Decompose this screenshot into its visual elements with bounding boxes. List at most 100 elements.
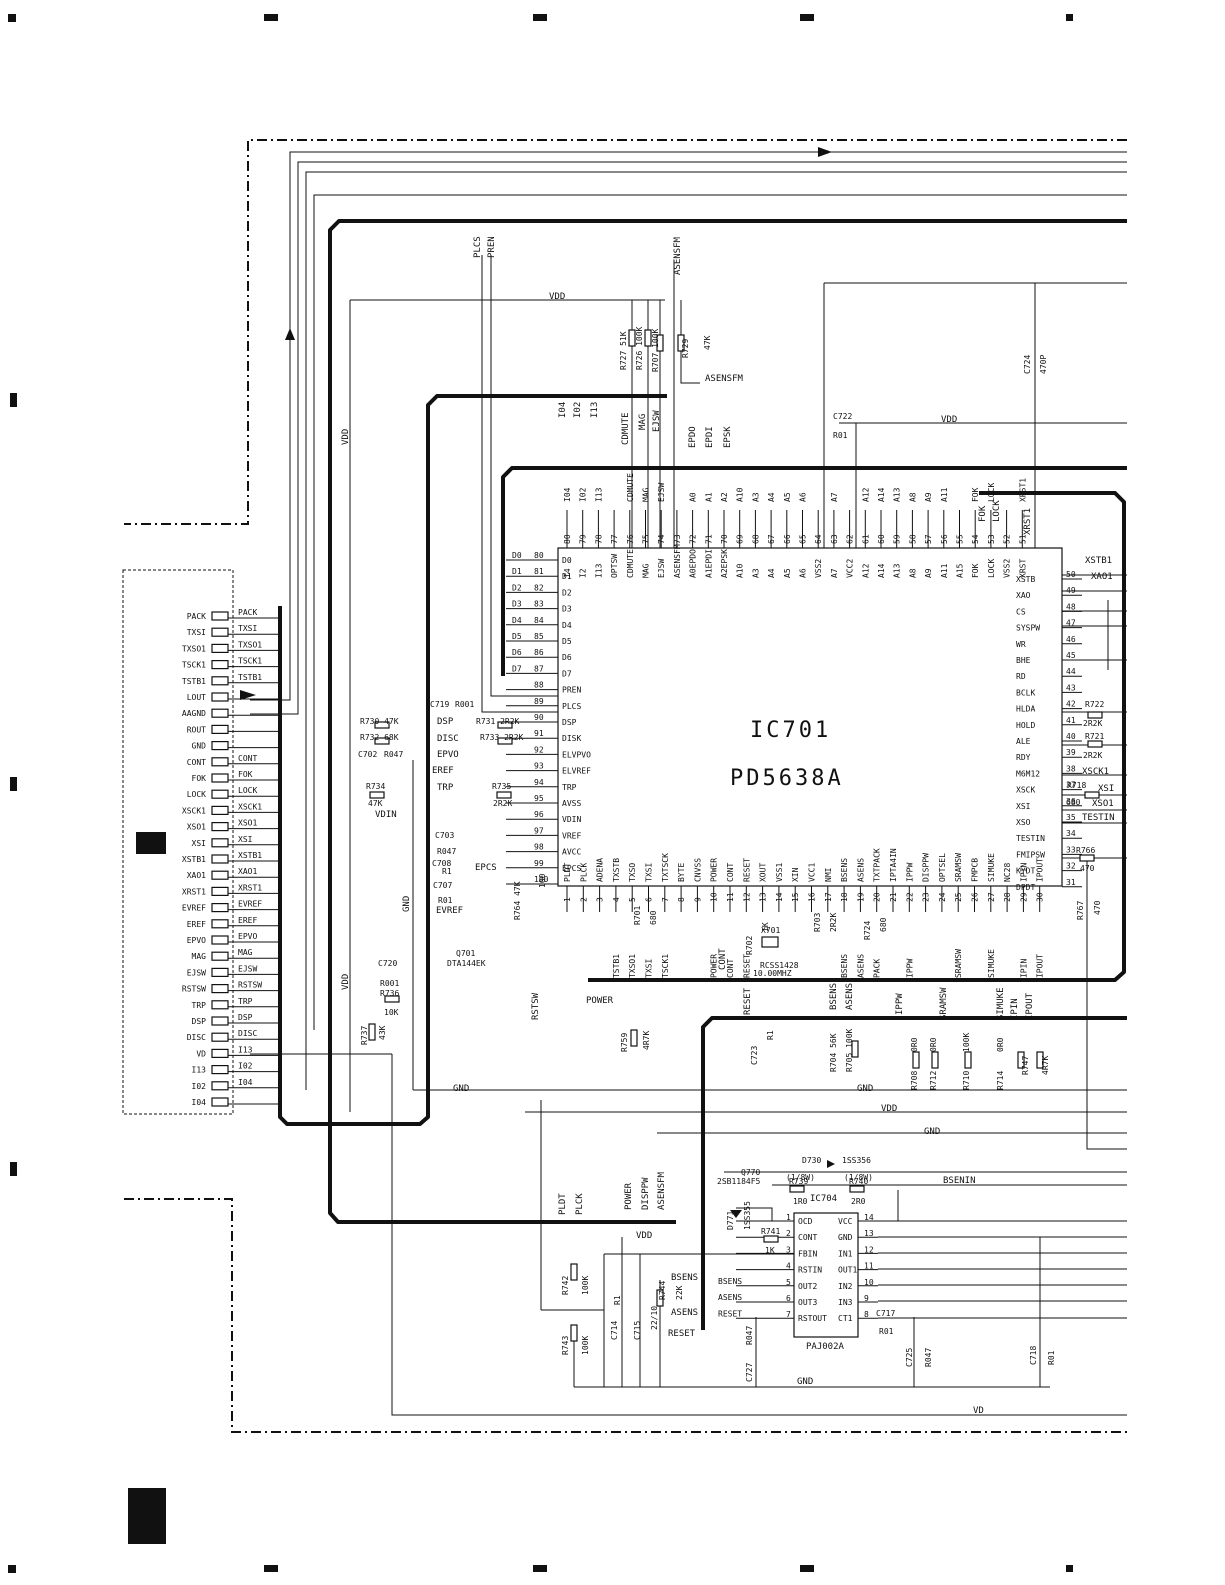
net-gnd-1: GND bbox=[453, 1084, 469, 1094]
ic701-pin-92-name: ELVPVO bbox=[562, 750, 591, 759]
ic701-net-cdmute: CDMUTE bbox=[626, 473, 635, 502]
ic701-pin-34-number: 34 bbox=[1066, 829, 1076, 838]
ic701-net-simuke: SIMUKE bbox=[987, 949, 996, 978]
lbl-x701f: 10.00MHZ bbox=[753, 969, 792, 978]
net-vdd-left: VDD bbox=[341, 429, 351, 445]
ic701-pin-19-name: ASENS bbox=[856, 858, 865, 882]
ic701-pin-42-number: 42 bbox=[1066, 700, 1076, 709]
connector-pin-label-17: XRST1 bbox=[182, 887, 206, 896]
ic701-pin-87-number: 87 bbox=[534, 664, 544, 673]
ic701-pin-12-name: RESET bbox=[742, 858, 751, 882]
ic701-pin-33-name: FMIPSW bbox=[1016, 850, 1045, 859]
lbl-r740w: (1/8W) bbox=[844, 1173, 873, 1182]
ic701-pin-77-number: 77 bbox=[610, 534, 619, 544]
ic701-pin-32-name: KYDT bbox=[1016, 867, 1035, 876]
ic701-net-a11: A11 bbox=[940, 487, 949, 502]
ic701-pin-84-number: 84 bbox=[534, 616, 544, 625]
ic701-pin-14-name: VSS1 bbox=[775, 863, 784, 882]
ic701-pin-15-number: 15 bbox=[791, 892, 800, 902]
net-epsk: EPSK bbox=[723, 426, 733, 448]
ic701-pin-73-name: ASENSFM bbox=[673, 544, 682, 578]
ic701-pin-53-name: LOCK bbox=[987, 559, 996, 578]
ic701-pin-75-number: 75 bbox=[642, 534, 651, 544]
ic701-pin-20-name: TXTPACK bbox=[873, 848, 882, 882]
lbl-c702v: R047 bbox=[384, 750, 403, 759]
lbl-r744v: 22K bbox=[675, 1285, 684, 1300]
ic701-pin-69-name: A10 bbox=[736, 563, 745, 578]
lbl-r741: R741 bbox=[761, 1227, 780, 1236]
net-reset: RESET bbox=[668, 1329, 696, 1339]
connector-net-label-2: TXSO1 bbox=[238, 640, 262, 649]
net-gnd-3: GND bbox=[924, 1127, 940, 1137]
ic704-pin-6-number: 6 bbox=[786, 1294, 791, 1303]
ic701-pin-59-number: 59 bbox=[893, 534, 902, 544]
ic701-pin-99-name: EPCS bbox=[562, 864, 581, 873]
ic701-pin-98-name: AVCC bbox=[562, 848, 581, 857]
connector-pin-label-29: I02 bbox=[192, 1082, 207, 1091]
ic701-pin-44-name: RD bbox=[1016, 672, 1026, 681]
connector-terminal-19 bbox=[211, 919, 229, 929]
ic701-net-a13: A13 bbox=[893, 487, 902, 502]
ic701-pin-37-name: XSCK bbox=[1016, 786, 1035, 795]
ic701-pin-28-number: 28 bbox=[1003, 892, 1012, 902]
connector-net-label-15: XSTB1 bbox=[238, 851, 262, 860]
ic704-net-bsens: BSENS bbox=[718, 1277, 742, 1286]
lbl-c707: C707 bbox=[433, 881, 452, 890]
ic701-pin-94-number: 94 bbox=[534, 778, 544, 787]
ic701-pin-64-name: VSS2 bbox=[814, 559, 823, 578]
net-asensfm-top: ASENSFM bbox=[673, 236, 683, 275]
ic704-pin-5-name: OUT2 bbox=[798, 1282, 817, 1291]
lbl-r702: R702 bbox=[745, 936, 754, 955]
ic701-pin-97-number: 97 bbox=[534, 826, 544, 835]
ic704-pin-14-name: VCC bbox=[838, 1217, 853, 1226]
ic701-pin-76-name: CDMUTE bbox=[626, 549, 635, 578]
ic701-pin-86-name: D6 bbox=[562, 653, 572, 662]
ic701-pin-15-name: XIN bbox=[791, 867, 800, 882]
lbl-r722v: 2R2K bbox=[1083, 719, 1102, 728]
ic701-pin-80-number: 80 bbox=[534, 551, 544, 560]
lbl-r739w: (1/8W) bbox=[786, 1173, 815, 1182]
ic701-pin-95-name: AVSS bbox=[562, 799, 581, 808]
ic704-pin-6-name: OUT3 bbox=[798, 1298, 817, 1307]
ic701-net-ipin: IPIN bbox=[1019, 959, 1028, 978]
ic701-pin-40-name: ALE bbox=[1016, 737, 1031, 746]
connector-pin-label-19: EREF bbox=[187, 920, 206, 929]
lbl-r722: R722 bbox=[1085, 700, 1104, 709]
ic704-net-asens: ASENS bbox=[718, 1293, 742, 1302]
ic701-net-sramsw: SRAMSW bbox=[954, 949, 963, 978]
ic704-pin-12-number: 12 bbox=[864, 1245, 874, 1254]
lbl-c708: C708 bbox=[432, 859, 451, 868]
ic701-pin-72-number: 72 bbox=[689, 534, 698, 544]
ic701-pin-30-name: IPOUT bbox=[1036, 858, 1045, 882]
ic701-pin-56-number: 56 bbox=[940, 534, 949, 544]
connector-terminal-30 bbox=[211, 1097, 229, 1107]
ic701-pin-95-number: 95 bbox=[534, 794, 544, 803]
ic704-pin-1-number: 1 bbox=[786, 1213, 791, 1222]
ic701-pin-76-number: 76 bbox=[626, 534, 635, 544]
lbl-r759v: 4R7K bbox=[642, 1031, 651, 1050]
ic704-wires bbox=[540, 1100, 1127, 1387]
ic701-net-ipout: IPOUT bbox=[1036, 954, 1045, 978]
lbl-c722: C722 bbox=[833, 412, 852, 421]
lbl-r741v: 1K bbox=[765, 1246, 775, 1255]
net-ejsw: EJSW bbox=[652, 410, 662, 432]
net-power: POWER bbox=[586, 996, 614, 1006]
ic701-pin-22-number: 22 bbox=[905, 892, 914, 902]
ic701-pin-35-name: XSO bbox=[1016, 818, 1031, 827]
ic701-net-asens: ASENS bbox=[856, 954, 865, 978]
ic701-pin-93-name: ELVREF bbox=[562, 767, 591, 776]
ic701-pin-36-number: 36 bbox=[1066, 797, 1076, 806]
connector-net-label-22: EJSW bbox=[238, 964, 257, 973]
ic701-pin-65-name: A6 bbox=[799, 568, 808, 578]
ic701-net-cont: CONT bbox=[726, 959, 735, 978]
ic701-pin-6-number: 6 bbox=[645, 897, 654, 902]
ic701-pin-90-number: 90 bbox=[534, 713, 544, 722]
ic701-pin-34-name: TESTIN bbox=[1016, 834, 1045, 843]
ic704-pin-4-number: 4 bbox=[786, 1262, 791, 1271]
ic701-pin-79-number: 79 bbox=[579, 534, 588, 544]
ic701-pin-27-number: 27 bbox=[987, 892, 996, 902]
ic701-pin-49-number: 49 bbox=[1066, 586, 1076, 595]
lbl-c724v: 470P bbox=[1039, 355, 1048, 374]
lbl-c725: C725 bbox=[905, 1348, 914, 1367]
